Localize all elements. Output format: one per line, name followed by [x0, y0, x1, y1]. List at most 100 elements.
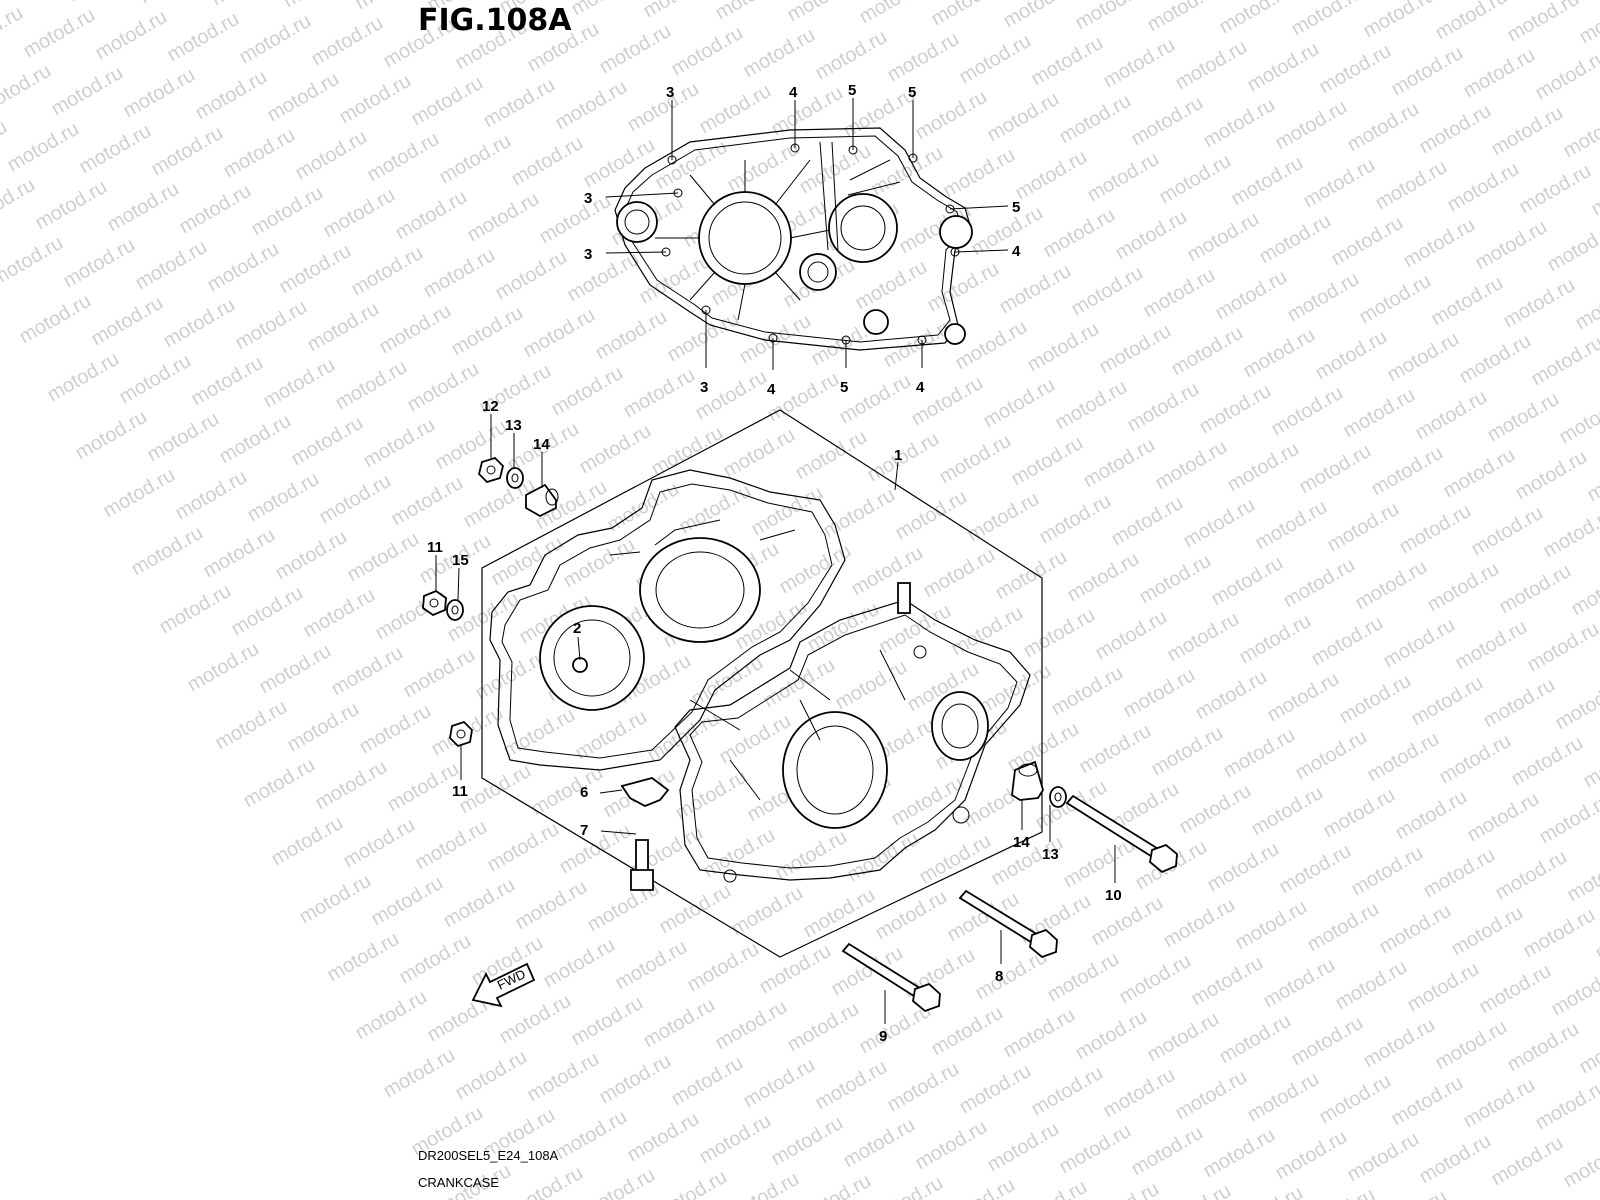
watermark-text: motod.ru: [1388, 42, 1467, 101]
watermark-text: motod.ru: [604, 478, 683, 537]
watermark-text: motod.ru: [72, 406, 151, 465]
watermark-text: motod.ru: [1028, 1062, 1107, 1121]
watermark-text: motod.ru: [832, 656, 911, 715]
watermark-text: motod.ru: [1268, 382, 1347, 441]
watermark-text: motod.ru: [464, 188, 543, 247]
callout-4a: 4: [789, 84, 798, 101]
watermark-text: motod.ru: [552, 1106, 631, 1165]
watermark-text: motod.ru: [864, 428, 943, 487]
watermark-text: motod.ru: [1020, 604, 1099, 663]
watermark-text: motod.ru: [772, 826, 851, 885]
watermark-text: motod.ru: [696, 80, 775, 139]
watermark-text: motod.ru: [396, 930, 475, 989]
watermark-text: motod.ru: [1040, 204, 1119, 263]
watermark-text: motod.ru: [748, 482, 827, 541]
watermark-text: motod.ru: [1184, 208, 1263, 267]
watermark-text: motod.ru: [1080, 434, 1159, 493]
watermark-text: motod.ru: [576, 420, 655, 479]
watermark-text: motod.ru: [1140, 264, 1219, 323]
watermark-text: motod.ru: [1376, 900, 1455, 959]
watermark-text: motod.ru: [1344, 98, 1423, 157]
watermark-text: motod.ru: [364, 128, 443, 187]
watermark-text: motod.ru: [952, 316, 1031, 375]
watermark-text: motod.ru: [496, 990, 575, 1049]
watermark-text: motod.ru: [536, 190, 615, 249]
callout-2: 2: [573, 620, 581, 637]
watermark-text: motod.ru: [244, 468, 323, 527]
watermark-text: motod.ru: [1024, 318, 1103, 377]
watermark-text: motod.ru: [188, 352, 267, 411]
watermark-text: motod.ru: [236, 10, 315, 69]
watermark-text: motod.ru: [220, 124, 299, 183]
watermark-text: motod.ru: [648, 422, 727, 481]
watermark-text: motod.ru: [740, 1054, 819, 1113]
watermark-text: motod.ru: [1452, 616, 1531, 675]
callout-3a: 3: [666, 84, 674, 101]
watermark-text: motod.ru: [768, 1112, 847, 1171]
watermark-text: motod.ru: [1456, 330, 1535, 389]
watermark-text: motod.ru: [928, 1002, 1007, 1061]
watermark-text: motod.ru: [888, 772, 967, 831]
watermark-text: motod.ru: [20, 4, 99, 63]
watermark-text: motod.ru: [848, 542, 927, 601]
watermark-text: motod.ru: [812, 26, 891, 85]
watermark-text: motod.ru: [572, 706, 651, 765]
watermark-text: motod.ru: [1360, 0, 1439, 42]
watermark-text: motod.ru: [1316, 1070, 1395, 1129]
watermark-text: motod.ru: [1348, 842, 1427, 901]
watermark-text: motod.ru: [1432, 0, 1511, 44]
watermark-text: motod.ru: [192, 66, 271, 125]
watermark-text: motod.ru: [728, 882, 807, 941]
watermark-text: motod.ru: [1240, 324, 1319, 383]
callout-10: 10: [1105, 887, 1122, 904]
watermark-text: motod.ru: [1228, 152, 1307, 211]
watermark-text: motod.ru: [48, 62, 127, 121]
watermark-text: motod.ru: [712, 996, 791, 1055]
watermark-text: motod.ru: [852, 256, 931, 315]
watermark-text: motod.ru: [800, 884, 879, 943]
watermark-text: motod.ru: [264, 68, 343, 127]
watermark-text: motod.ru: [1248, 782, 1327, 841]
watermark-text: motod.ru: [796, 1170, 875, 1200]
watermark-text: motod.ru: [776, 540, 855, 599]
watermark-text: motod.ru: [356, 700, 435, 759]
watermark-text: motod.ru: [208, 0, 287, 10]
watermark-text: motod.ru: [1284, 268, 1363, 327]
watermark-text: motod.ru: [120, 64, 199, 123]
watermark-text: motod.ru: [1244, 38, 1323, 97]
watermark-text: motod.ru: [736, 310, 815, 369]
watermark-text: motod.ru: [956, 30, 1035, 89]
watermark-text: motod.ru: [912, 86, 991, 145]
watermark-text: motod.ru: [1516, 160, 1595, 219]
watermark-text: motod.ru: [1176, 780, 1255, 839]
watermark-text: motod.ru: [568, 992, 647, 1051]
watermark-text: motod.ru: [784, 998, 863, 1057]
watermark-text: motod.ru: [360, 414, 439, 473]
watermark-text: motod.ru: [344, 528, 423, 587]
watermark-text: motod.ru: [936, 430, 1015, 489]
watermark-text: motod.ru: [176, 180, 255, 239]
watermark-text: motod.ru: [1152, 436, 1231, 495]
watermark-text: motod.ru: [652, 1166, 731, 1200]
watermark-text: motod.ru: [1340, 384, 1419, 443]
watermark-text: motod.ru: [1420, 844, 1499, 903]
watermark-text: motod.ru: [1144, 1008, 1223, 1067]
watermark-text: motod.ru: [420, 244, 499, 303]
watermark-text: motod.ru: [412, 816, 491, 875]
watermark-text: motod.ru: [828, 942, 907, 1001]
watermark-text: motod.ru: [1560, 1134, 1600, 1193]
watermark-text: motod.ru: [1496, 560, 1575, 619]
watermark-text: motod.ru: [376, 300, 455, 359]
watermark-text: motod.ru: [388, 472, 467, 531]
watermark-text: motod.ru: [500, 704, 579, 763]
watermark-text: motod.ru: [1148, 722, 1227, 781]
callout-13b: 13: [1042, 846, 1059, 863]
watermark-text: motod.ru: [1212, 266, 1291, 325]
watermark-text: motod.ru: [1536, 790, 1600, 849]
watermark-text: motod.ru: [1432, 1016, 1511, 1075]
watermark-text: motod.ru: [1264, 668, 1343, 727]
watermark-text: motod.ru: [1220, 724, 1299, 783]
watermark-text: motod.ru: [480, 74, 559, 133]
watermark-text: motod.ru: [1364, 728, 1443, 787]
